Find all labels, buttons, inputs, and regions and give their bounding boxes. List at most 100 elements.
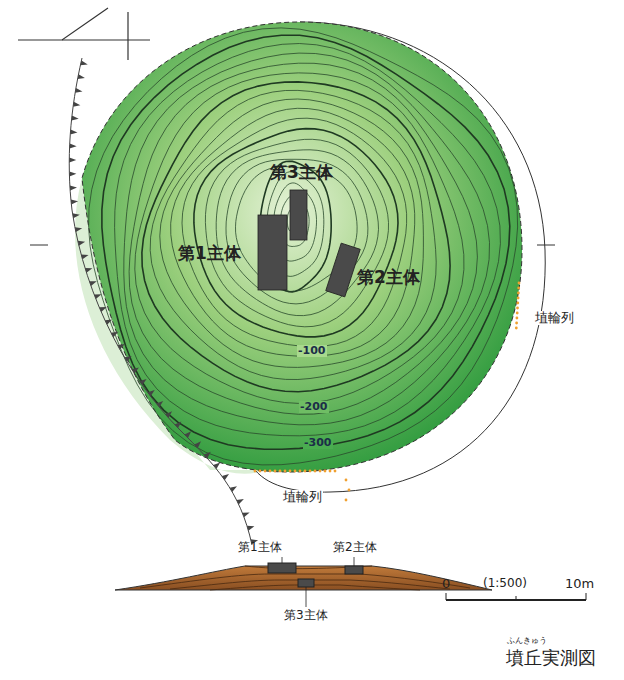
caption: 墳丘実測図 xyxy=(506,648,596,668)
scale-value: 10m xyxy=(565,577,594,591)
mound-plan xyxy=(82,22,522,472)
north-line xyxy=(62,39,150,40)
haniwa-dot xyxy=(517,297,520,300)
haniwa-dot xyxy=(329,470,332,473)
contour-line xyxy=(102,35,510,449)
contour-line xyxy=(194,129,398,337)
hachure-tick xyxy=(124,356,131,362)
contour-line xyxy=(115,44,501,436)
hachure-tick xyxy=(99,307,106,312)
contour-value: -100 xyxy=(297,345,327,357)
contour-value: -200 xyxy=(299,401,329,413)
hachure-tick xyxy=(70,144,77,149)
hachure-tick xyxy=(75,88,82,93)
contour-line xyxy=(205,139,388,326)
hachure-tick xyxy=(81,254,88,259)
scale-bar xyxy=(446,593,586,600)
hachure-tick xyxy=(194,441,201,448)
chamber-label: 第2主体 xyxy=(357,268,420,287)
haniwa-dot xyxy=(314,470,317,473)
contour-line xyxy=(150,90,436,379)
hachure-tick xyxy=(70,185,77,190)
haniwa-label: 埴輪列 xyxy=(282,490,323,504)
haniwa-dot xyxy=(319,470,322,473)
haniwa-dot xyxy=(269,470,272,473)
contour-line xyxy=(142,82,450,392)
haniwa-dot xyxy=(345,499,348,502)
hachure-tick xyxy=(213,463,220,469)
hachure-tick xyxy=(184,431,191,438)
north-arrow xyxy=(18,8,108,40)
haniwa-dot xyxy=(518,282,521,285)
haniwa-dot xyxy=(289,470,292,473)
contour-line xyxy=(160,99,424,367)
slope-edge xyxy=(69,58,252,545)
haniwa-dot xyxy=(294,470,297,473)
contour-line xyxy=(226,159,368,304)
section-chamber-3 xyxy=(298,579,314,587)
hachure-tick xyxy=(78,241,85,246)
hachure-tick xyxy=(175,421,182,428)
hachure-tick xyxy=(132,368,139,374)
hachure-tick xyxy=(117,344,124,350)
scale-tick xyxy=(516,596,517,600)
hachure-tick xyxy=(111,332,118,337)
slope-hachures xyxy=(69,60,258,544)
north-mark xyxy=(18,8,150,60)
hachure-tick xyxy=(237,499,244,504)
hachure-tick xyxy=(165,411,172,418)
cross-section xyxy=(115,557,492,607)
hachure-tick xyxy=(80,60,87,65)
haniwa-label: 埴輪列 xyxy=(534,311,575,325)
hachure-tick xyxy=(105,319,112,324)
scale-tick xyxy=(446,593,447,600)
contour-line xyxy=(135,73,464,404)
contour-line xyxy=(171,108,415,356)
haniwa-dot xyxy=(264,470,267,473)
ruby-text: ふんきゅう xyxy=(507,637,547,646)
haniwa-dot xyxy=(516,307,519,310)
haniwa-dots xyxy=(254,282,521,502)
hachure-tick xyxy=(230,486,237,492)
contour-line xyxy=(216,150,378,316)
section-label: 第1主体 xyxy=(238,541,282,554)
leader-line xyxy=(306,587,307,607)
chambers xyxy=(258,190,360,297)
haniwa-dot xyxy=(517,287,520,290)
hachure-tick xyxy=(204,452,211,459)
hachure-tick xyxy=(70,130,77,135)
scale-value: 0 xyxy=(442,577,450,591)
haniwa-dot xyxy=(279,470,282,473)
axis-tick xyxy=(537,245,555,246)
haniwa-dot xyxy=(309,470,312,473)
chamber-3 xyxy=(290,190,307,240)
chamber-label: 第1主体 xyxy=(178,244,241,263)
haniwa-dot xyxy=(254,470,257,473)
section-layers xyxy=(140,566,470,590)
hachure-tick xyxy=(78,74,85,79)
haniwa-dot xyxy=(334,470,337,473)
chamber-label: 第3主体 xyxy=(270,163,333,182)
north-tick xyxy=(127,12,128,60)
hachure-tick xyxy=(148,390,155,396)
axis-tick xyxy=(30,245,48,246)
hachure-tick xyxy=(247,526,254,531)
hachure-tick xyxy=(69,172,76,177)
haniwa-dot xyxy=(516,317,519,320)
hachure-tick xyxy=(222,474,229,480)
haniwa-dot xyxy=(515,327,518,330)
scale-tick xyxy=(586,593,587,600)
section-label: 第2主体 xyxy=(333,541,377,554)
haniwa-dot xyxy=(284,470,287,473)
section-chamber-2 xyxy=(345,566,363,574)
haniwa-dot xyxy=(259,470,262,473)
haniwa-dot xyxy=(515,322,518,325)
hachure-tick xyxy=(89,281,96,286)
hachure-tick xyxy=(94,294,101,299)
hachure-tick xyxy=(85,268,92,273)
hachure-tick xyxy=(139,379,146,385)
haniwa-dot xyxy=(304,470,307,473)
section-chamber-1 xyxy=(268,563,296,573)
hachure-tick xyxy=(71,199,78,204)
